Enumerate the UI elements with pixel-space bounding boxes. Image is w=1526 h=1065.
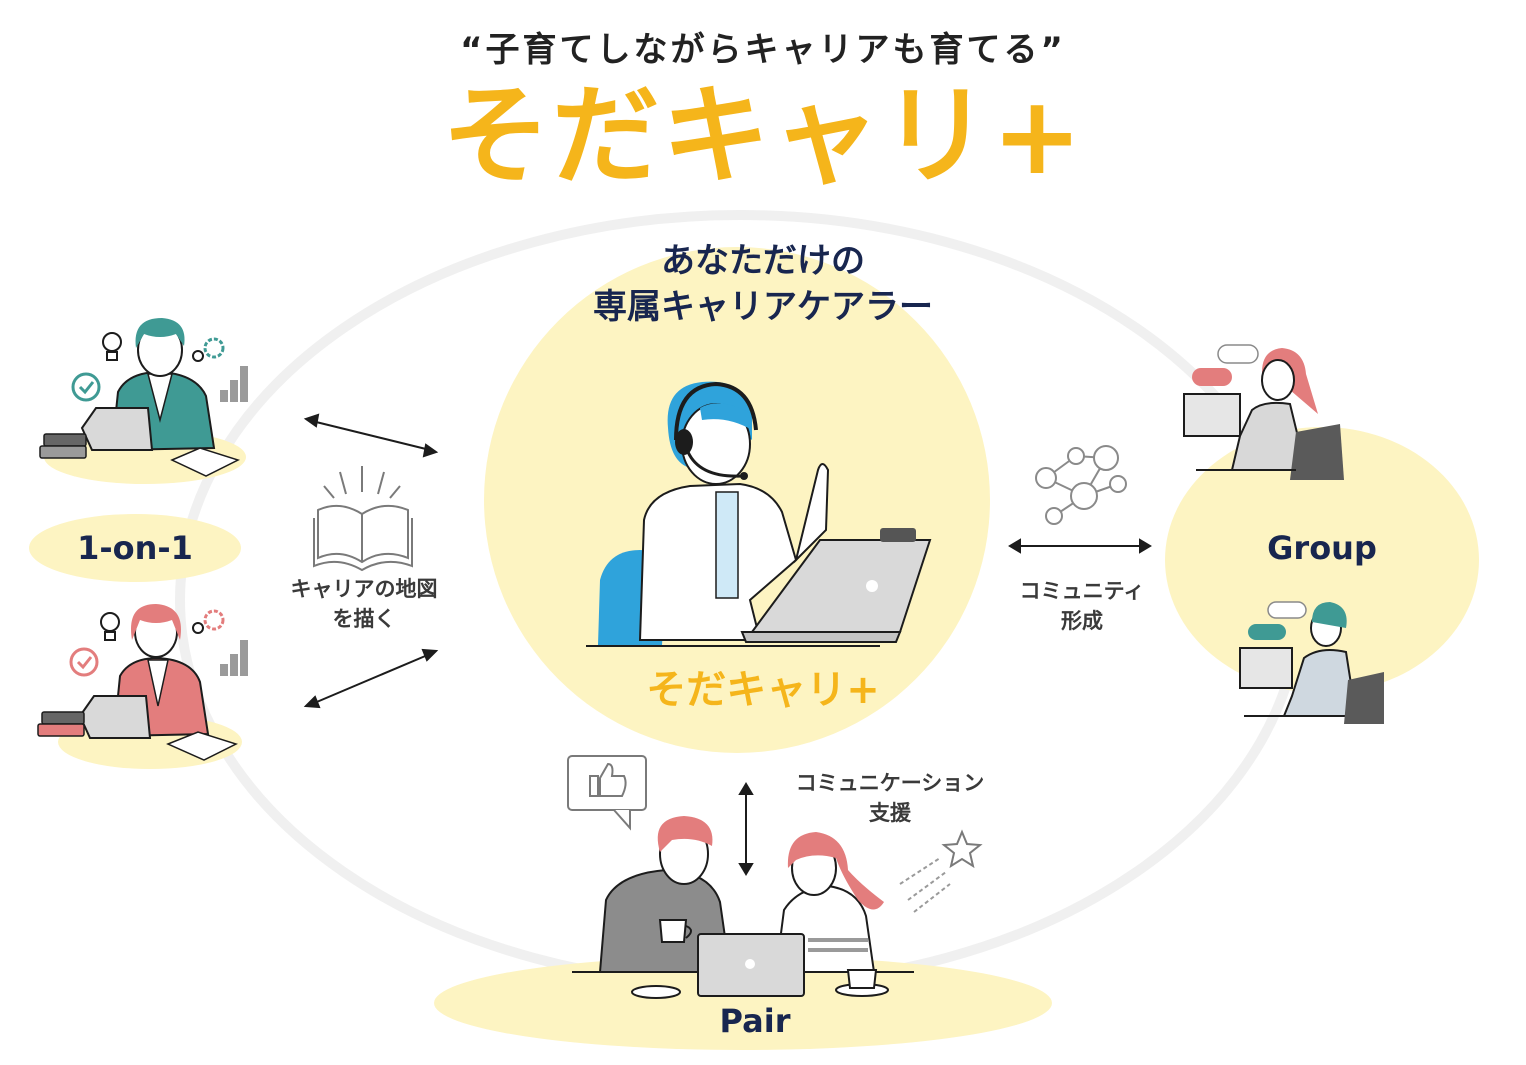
thumbs-up-icon (567, 755, 647, 831)
speech-bubble-icon (1248, 601, 1307, 640)
headset-icon (674, 381, 758, 480)
check-icon (69, 647, 99, 677)
note-bottom-line1: コミュニケーション (795, 771, 985, 795)
bar-chart-icon (220, 366, 248, 402)
note-right-line1: コミュニティ (1019, 579, 1145, 603)
one-on-one-pill (29, 514, 241, 582)
group-circle (1165, 427, 1479, 693)
laptop-icon (80, 407, 154, 451)
saucer (631, 985, 681, 999)
note-right-line2: 形成 (1061, 609, 1103, 633)
note-bottom-line2: 支援 (869, 801, 911, 825)
coffee-cup-icon (835, 969, 889, 997)
tagline: “子育てしながらキャリアも育てる” (460, 30, 1066, 70)
left-arrows (303, 413, 439, 709)
book-icon (39, 433, 87, 459)
careerer-illustration (586, 381, 932, 647)
mode-label-one-on-one: 1-on-1 (77, 529, 193, 567)
lightbulb-icon (102, 332, 122, 361)
webcam (880, 528, 916, 542)
mode-label-pair: Pair (719, 1002, 791, 1040)
speech-bubble-icon (1192, 344, 1259, 386)
chair (1344, 672, 1384, 724)
laptop-icon (1183, 393, 1241, 437)
note-left-line1: キャリアの地図 (290, 577, 438, 601)
pair-figures (572, 816, 914, 999)
vertical-arrow (738, 782, 754, 876)
lightbulb-icon (100, 612, 120, 641)
book-icon (313, 466, 413, 572)
coffee-cup-icon (658, 919, 692, 943)
mode-label-group: Group (1267, 529, 1377, 567)
center-heading-line2: 専属キャリアケアラー (593, 287, 933, 327)
right-arrow (1008, 538, 1152, 554)
pair-platform (434, 956, 1052, 1050)
group-figure-top (1183, 344, 1344, 480)
center-heading-line1: あなただけの (661, 241, 865, 281)
note-left-line2: を描く (332, 607, 396, 631)
laptop-icon (1239, 647, 1293, 689)
network-icon (1035, 445, 1127, 525)
check-icon (71, 372, 101, 402)
laptop-icon (78, 695, 152, 739)
center-logo: そだキャリ+ (646, 667, 880, 713)
chair (1290, 424, 1344, 480)
book-icon (37, 711, 85, 737)
gear-icon (192, 337, 225, 362)
one-on-one-figure-bottom (37, 604, 248, 761)
dotted-inner-shirt (715, 491, 739, 599)
star-icon (899, 829, 983, 913)
group-figure-bottom (1239, 601, 1384, 724)
laptop-icon (740, 528, 932, 643)
gear-icon (192, 609, 225, 634)
brand-logo: そだキャリ+ (441, 74, 1085, 199)
bar-chart-icon (220, 640, 248, 676)
one-on-one-figure-top (39, 318, 248, 477)
